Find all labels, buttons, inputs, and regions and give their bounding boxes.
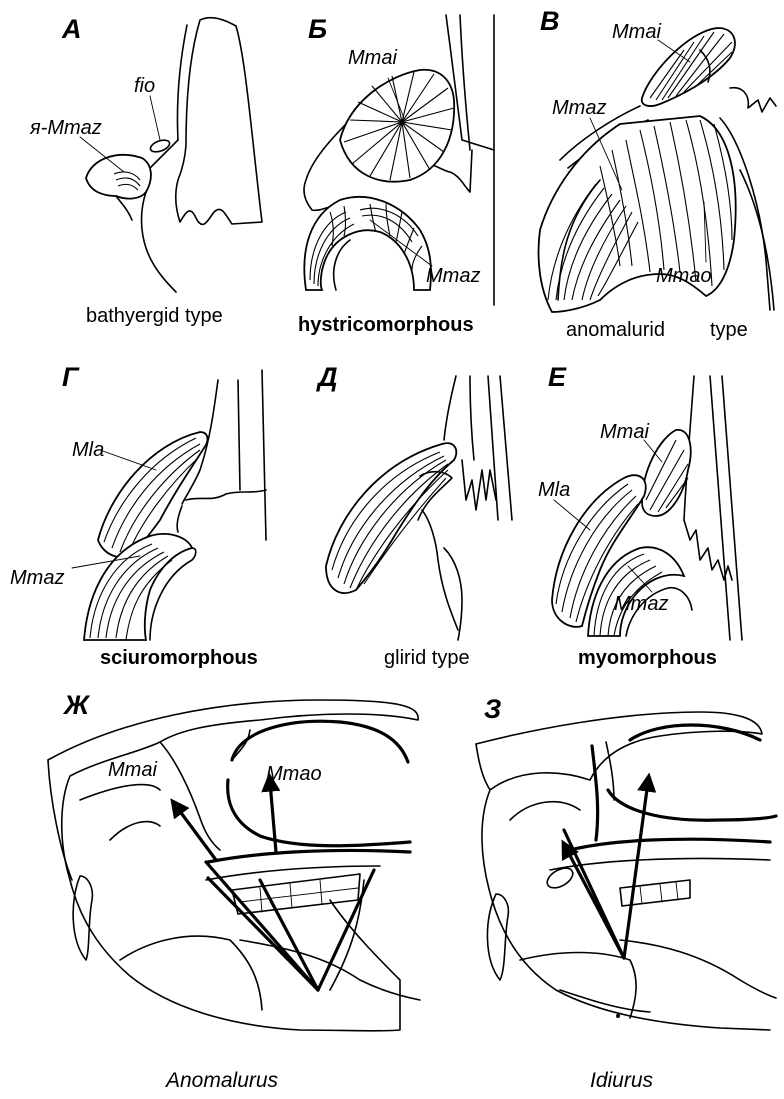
panel-e-caption: glirid type xyxy=(384,647,470,669)
panel-c-caption-type: type xyxy=(710,319,748,341)
panel-a: А fio я-Mmaz bathyergid type xyxy=(29,14,262,327)
panel-b-mmaz-label: Mmaz xyxy=(426,265,480,287)
panel-f-mmai-muscle xyxy=(642,430,691,516)
panel-a-zygomatic-plate xyxy=(176,18,262,225)
panel-a-caption: bathyergid type xyxy=(86,305,223,327)
panel-g-mmao-arrow xyxy=(270,782,276,852)
panel-b: Б Mmai xyxy=(298,14,494,336)
panel-a-fio-label: fio xyxy=(134,75,155,97)
panel-g-mmai-label: Mmai xyxy=(108,759,157,781)
panel-d-letter: Г xyxy=(62,362,80,392)
panel-g-letter: Ж xyxy=(62,690,91,720)
panel-h-caption: Idiurus xyxy=(590,1069,654,1092)
panel-g-tooth-row xyxy=(232,874,360,914)
panel-g-orbit-arc xyxy=(232,721,408,762)
panel-b-caption: hystricomorphous xyxy=(298,314,474,336)
panel-d: Г Mla Mmaz sciuromorphous xyxy=(10,362,266,669)
panel-c-letter: В xyxy=(540,6,560,36)
panel-d-caption: sciuromorphous xyxy=(100,647,258,669)
panel-h-incisor xyxy=(487,894,508,980)
panel-d-mla-label: Mla xyxy=(72,439,104,461)
panel-f-mmai-label: Mmai xyxy=(600,421,649,443)
panel-b-mmai-label: Mmai xyxy=(348,47,397,69)
panel-f: Е Mmai Mla xyxy=(538,362,742,669)
panel-g-mmai-arrow xyxy=(176,806,216,860)
panel-e: Д glirid type xyxy=(316,362,512,669)
panel-h-skull-outline xyxy=(476,712,770,1030)
panel-h: З Idiurus xyxy=(476,694,776,1092)
panel-g-caption: Anomalurus xyxy=(164,1069,279,1092)
panel-a-letter: А xyxy=(61,14,82,44)
panel-f-letter: Е xyxy=(548,362,567,392)
panel-f-mla-label: Mla xyxy=(538,479,570,501)
panel-c-caption: anomalurid xyxy=(566,319,665,341)
panel-e-letter: Д xyxy=(316,362,338,392)
panel-b-letter: Б xyxy=(308,14,327,44)
panel-g-mmao-label: Mmao xyxy=(266,763,322,785)
panel-c-mmai-label: Mmai xyxy=(612,21,661,43)
panel-g-incisor xyxy=(73,876,92,960)
panel-a-muscle xyxy=(86,155,151,199)
panel-a-muscle-label: я-Mmaz xyxy=(29,117,102,139)
panel-h-letter: З xyxy=(484,694,501,724)
panel-c: В Mmai xyxy=(539,6,777,341)
panel-c-mmao-label: Mmao xyxy=(656,265,712,287)
panel-f-caption: myomorphous xyxy=(578,647,717,669)
panel-d-mmaz-label: Mmaz xyxy=(10,567,64,589)
panel-g: Ж Mmai Mmao Anomalurus xyxy=(48,690,420,1092)
panel-a-fio-leader xyxy=(150,96,160,140)
panel-c-mmaz-label: Mmaz xyxy=(552,97,606,119)
